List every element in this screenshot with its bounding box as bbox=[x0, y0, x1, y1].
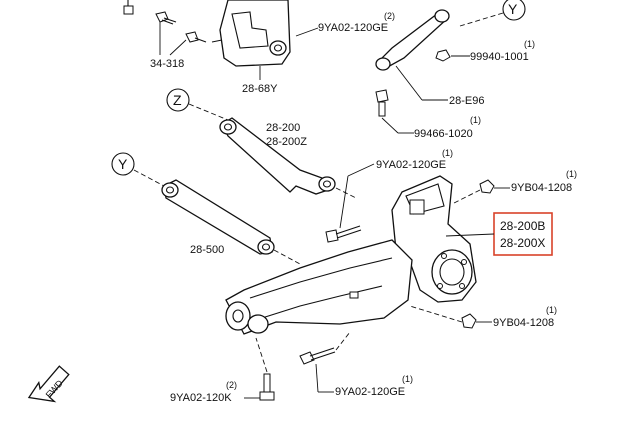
label-99466-1020: 99466-1020 bbox=[414, 128, 473, 140]
knuckle-28-200b bbox=[391, 175, 477, 303]
arm-28-500 bbox=[161, 179, 275, 255]
label-right-top-nut: 9YB04-1208 bbox=[511, 182, 572, 194]
highlight-28-200x: 28-200X bbox=[500, 236, 545, 250]
qty-99940: (1) bbox=[524, 39, 535, 49]
bolt-99466-1020 bbox=[375, 89, 389, 117]
qty-top-bolt: (2) bbox=[384, 11, 395, 21]
bolt-bottom-left bbox=[259, 373, 275, 401]
small-bolt-top-left bbox=[123, 0, 134, 15]
label-bottom-left-bolt: 9YA02-120K bbox=[170, 392, 232, 404]
svg-text:Y: Y bbox=[508, 1, 518, 17]
label-99940-1001: 99940-1001 bbox=[470, 51, 529, 63]
label-28-500: 28-500 bbox=[190, 244, 224, 256]
label-28-e96: 28-E96 bbox=[449, 95, 484, 107]
qty-99466: (1) bbox=[470, 115, 481, 125]
qty-right-top-nut: (1) bbox=[566, 169, 577, 179]
svg-text:Y: Y bbox=[118, 156, 128, 172]
label-28-200z: 28-200Z bbox=[266, 136, 307, 148]
label-mid-bolt: 9YA02-120GE bbox=[376, 159, 446, 171]
circle-marker-y-left: Y bbox=[111, 152, 135, 176]
qty-bottom-middle-bolt: (1) bbox=[402, 374, 413, 384]
highlight-box: 28-200B 28-200X bbox=[493, 212, 553, 256]
bolt-bottom-middle bbox=[299, 347, 336, 365]
nut-99940-1001 bbox=[435, 49, 451, 62]
qty-mid-bolt: (1) bbox=[442, 148, 453, 158]
circle-marker-y-top: Y bbox=[502, 0, 526, 21]
qty-right-bottom-nut: (1) bbox=[546, 305, 557, 315]
arm-28-200 bbox=[219, 117, 336, 195]
bolt-34-318-lower bbox=[185, 31, 207, 43]
circle-marker-z: Z bbox=[166, 88, 190, 112]
label-right-bottom-nut: 9YB04-1208 bbox=[493, 317, 554, 329]
nut-9yb04-bottom bbox=[461, 313, 477, 329]
nut-9yb04-top bbox=[479, 179, 495, 194]
label-34-318: 34-318 bbox=[150, 58, 184, 70]
bolt-mid-9ya02 bbox=[325, 225, 362, 243]
highlight-28-200b: 28-200B bbox=[500, 219, 545, 233]
qty-bottom-left-bolt: (2) bbox=[226, 380, 237, 390]
link-28-e96 bbox=[375, 9, 450, 71]
bracket-28-68y bbox=[211, 0, 291, 67]
lower-arm bbox=[225, 239, 413, 335]
label-bottom-middle-bolt: 9YA02-120GE bbox=[335, 386, 405, 398]
fwd-arrow-icon: FWD bbox=[27, 365, 70, 403]
bolt-34-318-upper bbox=[155, 11, 177, 25]
label-28-200: 28-200 bbox=[266, 122, 300, 134]
svg-text:Z: Z bbox=[173, 92, 182, 108]
label-top-bolt: 9YA02-120GE bbox=[318, 22, 388, 34]
label-28-68y: 28-68Y bbox=[242, 83, 278, 95]
